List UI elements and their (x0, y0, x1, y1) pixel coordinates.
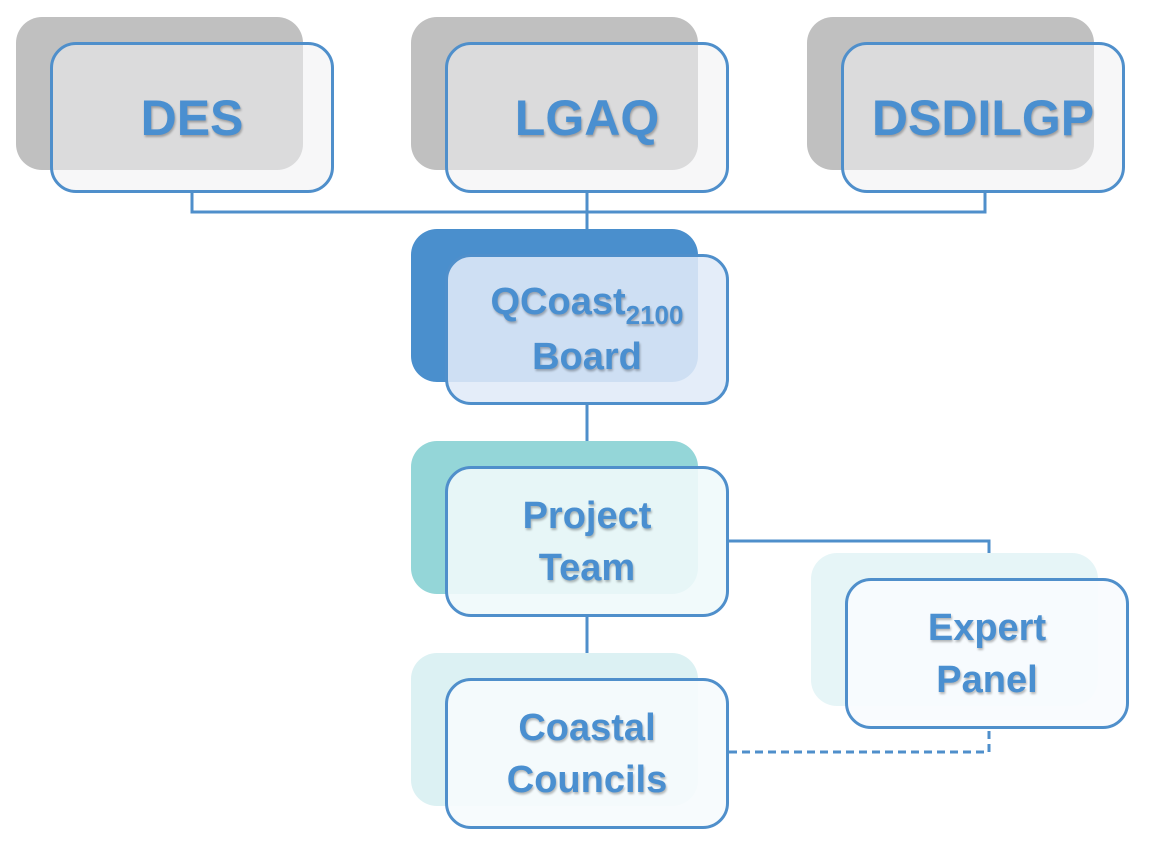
node-expert-panel: Expert Panel (845, 578, 1129, 729)
coastal-councils-line1: Coastal (518, 706, 656, 749)
board-title: QCoast2100 (491, 276, 684, 331)
board-name: QCoast (490, 281, 626, 323)
coastal-councils-line2: Councils (506, 758, 668, 801)
expert-panel-line2: Panel (936, 658, 1038, 701)
project-team-line1: Project (522, 494, 652, 537)
edge-coastal-councils-expert-panel (729, 728, 991, 754)
node-dsdilgp: DSDILGP (841, 42, 1125, 193)
node-coastal-councils: Coastal Councils (445, 678, 729, 829)
node-des-label: DES (140, 89, 244, 146)
node-dsdilgp-label: DSDILGP (871, 89, 1095, 146)
board-subscript: 2100 (625, 300, 684, 330)
expert-panel-line1: Expert (927, 606, 1047, 649)
node-des: DES (50, 42, 334, 193)
node-lgaq-label: LGAQ (514, 89, 660, 146)
board-line2: Board (532, 336, 642, 378)
node-qcoast-board: QCoast2100 Board (445, 254, 729, 405)
node-project-team: Project Team (445, 466, 729, 617)
node-lgaq: LGAQ (445, 42, 729, 193)
project-team-line2: Team (538, 546, 636, 589)
